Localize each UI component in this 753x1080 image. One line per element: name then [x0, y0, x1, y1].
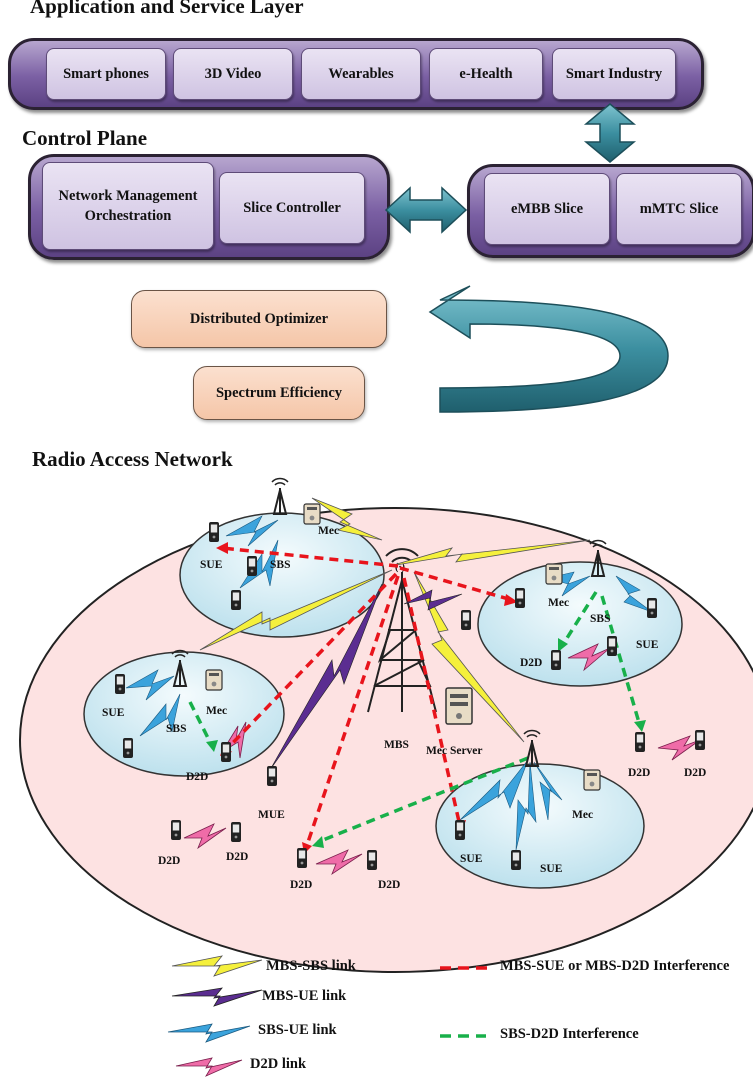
label-d2d: D2D: [378, 879, 400, 891]
label-d2d: D2D: [226, 851, 248, 863]
legend-red: MBS-SUE or MBS-D2D Interference: [500, 958, 730, 974]
label-d2d: D2D: [158, 855, 180, 867]
sbs-ue-links: [125, 515, 653, 851]
cp-mmtc-slice: mMTC Slice: [616, 173, 742, 245]
legend-pink-bolt: [175, 1057, 243, 1077]
label-d2d: D2D: [186, 771, 208, 783]
app-item-e-health: e-Health: [429, 48, 543, 100]
app-item-smart-industry: Smart Industry: [552, 48, 676, 100]
app-item-wearables: Wearables: [301, 48, 421, 100]
legend-purple-bolt: [171, 987, 263, 1007]
legend-d2d: D2D link: [250, 1056, 307, 1072]
green-arrowheads: [206, 638, 646, 848]
label-sue: SUE: [102, 707, 125, 719]
sbs-d2d-interference-lines: [188, 591, 642, 844]
label-mec: Mec: [572, 809, 593, 821]
label-mbs: MBS: [384, 739, 409, 751]
control-plane-title: Control Plane: [22, 126, 148, 150]
legend-blue-bolt: [167, 1023, 251, 1043]
mec-server-icon: [445, 687, 473, 725]
label-sue: SUE: [460, 853, 483, 865]
app-item-smart-phones: Smart phones: [46, 48, 166, 100]
app-layer-title: Application and Service Layer: [30, 0, 304, 18]
cp-slice-controller: Slice Controller: [219, 172, 365, 244]
label-sbs: SBS: [270, 559, 290, 571]
cp-embb-slice: eMBB Slice: [484, 173, 610, 245]
app-item-3d-video: 3D Video: [173, 48, 293, 100]
legend-mbs-sbs: MBS-SBS link: [266, 958, 356, 974]
distributed-optimizer-box: Distributed Optimizer: [131, 290, 387, 348]
legend-yellow-bolt: [171, 955, 263, 977]
legend-sbs-ue: SBS-UE link: [258, 1022, 337, 1038]
curved-feedback-arrow: [428, 285, 669, 413]
label-d2d: D2D: [684, 767, 706, 779]
d2d-links: [183, 643, 701, 876]
horizontal-double-arrow: [384, 186, 468, 234]
legend-mbs-ue: MBS-UE link: [262, 988, 347, 1004]
label-sue: SUE: [540, 863, 563, 875]
label-d2d: D2D: [628, 767, 650, 779]
mbs-sbs-links: [199, 497, 591, 743]
label-d2d: D2D: [520, 657, 542, 669]
ran-labels: SUE SBS Mec Mec SBS SUE D2D SUE Mec SBS …: [102, 525, 706, 891]
vertical-double-arrow: [583, 103, 637, 163]
label-sbs: SBS: [590, 613, 610, 625]
label-mec-server: Mec Server: [426, 745, 483, 757]
label-sbs: SBS: [166, 723, 186, 735]
ran-title: Radio Access Network: [32, 447, 233, 471]
label-mec: Mec: [206, 705, 227, 717]
legend-icons: [167, 955, 488, 1077]
cp-network-management: Network Management Orchestration: [42, 162, 214, 250]
label-sue: SUE: [636, 639, 659, 651]
label-mec: Mec: [318, 525, 339, 537]
label-d2d: D2D: [290, 879, 312, 891]
legend-green: SBS-D2D Interference: [500, 1026, 639, 1042]
mbs-ue-links: [269, 583, 463, 771]
label-sue: SUE: [200, 559, 223, 571]
spectrum-efficiency-box: Spectrum Efficiency: [193, 366, 365, 420]
svg-text:(·): (·): [395, 562, 405, 573]
label-mec: Mec: [548, 597, 569, 609]
label-mue: MUE: [258, 809, 285, 821]
mbs-interference-lines: [221, 546, 513, 849]
